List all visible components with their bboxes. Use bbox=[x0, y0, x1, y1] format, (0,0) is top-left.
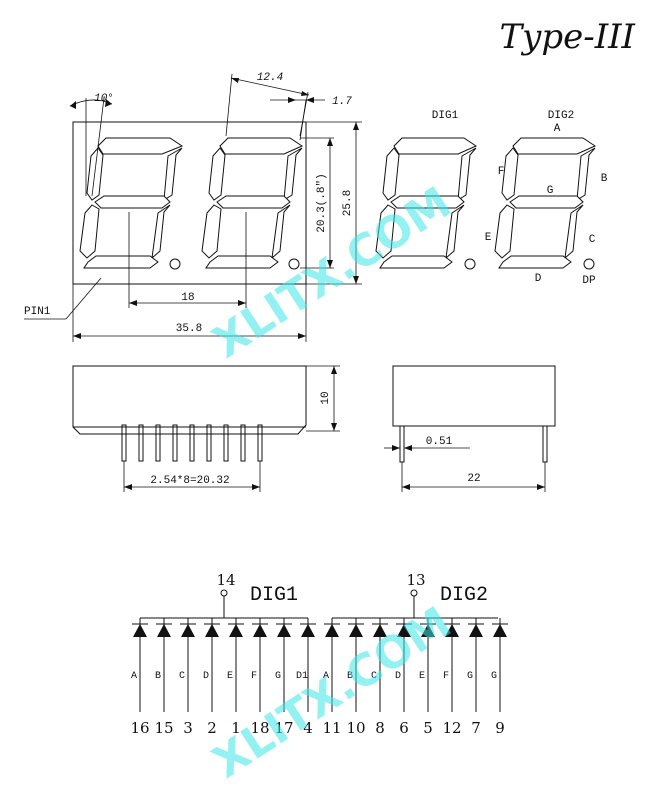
diode-pin-number: 16 bbox=[130, 719, 149, 737]
seg-label-f: F bbox=[498, 166, 505, 178]
diode: E1 bbox=[227, 618, 244, 737]
diode: B 10 bbox=[346, 618, 366, 737]
seg-label-a: A bbox=[554, 123, 561, 135]
diode-segment-label: D1 bbox=[296, 671, 308, 682]
seg-label-g: G bbox=[547, 185, 554, 197]
front-digit-2 bbox=[201, 137, 304, 269]
front-dp-1 bbox=[169, 258, 181, 270]
diode-pin-number: 8 bbox=[375, 719, 385, 737]
diode-segment-label: G bbox=[275, 671, 281, 682]
pin-diameter-label: 0.51 bbox=[426, 436, 453, 448]
side-pins bbox=[121, 424, 263, 462]
diode-segment-label: A bbox=[323, 671, 329, 682]
side-view: 10 2.54*8=20.32 bbox=[72, 365, 340, 492]
segment-view: DIG1 DIG2 A B C D E F G DP bbox=[375, 110, 608, 287]
total-width-label: 35.8 bbox=[176, 323, 202, 335]
diode-segment-label: F bbox=[443, 671, 449, 682]
diode: D6 bbox=[395, 618, 412, 737]
diode: C3 bbox=[179, 618, 196, 737]
diode-segment-label: D bbox=[395, 671, 401, 682]
diode-segment-label: D bbox=[203, 671, 209, 682]
seg-digit-1 bbox=[375, 137, 478, 269]
diode-pin-number: 6 bbox=[399, 719, 409, 737]
front-view: 10° 12.4 1.7 25.8 20.3(.8") 18 bbox=[24, 72, 362, 342]
seg-label-dp: DP bbox=[582, 275, 596, 287]
diode-pin-number: 5 bbox=[423, 719, 433, 737]
seg-label-c: C bbox=[589, 234, 596, 246]
title: Type-III bbox=[499, 17, 635, 57]
angle-label: 10° bbox=[94, 93, 114, 105]
diode-segment-label: A bbox=[131, 671, 137, 682]
diode-pin-number: 12 bbox=[442, 719, 461, 737]
diode-pin-number: 10 bbox=[346, 719, 365, 737]
diode: G7 bbox=[467, 618, 484, 737]
pin1-label: PIN1 bbox=[24, 306, 51, 318]
diode-segment-label: B bbox=[155, 671, 161, 682]
diode-segment-label: F bbox=[251, 671, 257, 682]
height-label: 25.8 bbox=[342, 190, 354, 216]
offset-label: 1.7 bbox=[332, 96, 352, 108]
diode: F 12 bbox=[442, 618, 462, 737]
diode-pin-number: 1 bbox=[231, 719, 241, 737]
diode: G9 bbox=[491, 618, 508, 737]
seg-label-e: E bbox=[485, 232, 492, 244]
side-body bbox=[72, 365, 307, 435]
diode-pin-number: 17 bbox=[274, 719, 293, 737]
diode-pin-number: 11 bbox=[322, 719, 341, 737]
diode-segment-label: B bbox=[347, 671, 353, 682]
diode: B 15 bbox=[154, 618, 174, 737]
diode: D2 bbox=[203, 618, 220, 737]
front-dp-2 bbox=[288, 258, 300, 270]
dig2-common-pin: 13 bbox=[406, 571, 425, 589]
diode-segment-label: E bbox=[227, 671, 233, 682]
diode-segment-label: G bbox=[467, 671, 473, 682]
side-height-label: 10 bbox=[320, 391, 332, 404]
diode-pin-number: 2 bbox=[207, 719, 217, 737]
diode-segment-label: C bbox=[179, 671, 185, 682]
dig2-label: DIG2 bbox=[440, 584, 488, 607]
diode: D1 4 bbox=[296, 618, 316, 737]
seg-digit-2 bbox=[494, 137, 597, 269]
end-pin-left bbox=[399, 425, 405, 463]
diode-segment-label: G bbox=[491, 671, 497, 682]
diode-pin-number: 3 bbox=[183, 719, 193, 737]
diode-pin-number: 4 bbox=[303, 719, 313, 737]
seg-label-d: D bbox=[535, 273, 542, 285]
diode-pin-number: 18 bbox=[250, 719, 269, 737]
dig1-common-pin: 14 bbox=[216, 571, 235, 589]
circuit-diagram: 14 13 DIG1 DIG2 A16B15C3D2E1F18G17D14A11… bbox=[130, 571, 508, 737]
front-digit-1 bbox=[79, 137, 184, 269]
end-view: 0.51 22 bbox=[384, 365, 556, 492]
dig1-label: DIG1 bbox=[250, 584, 298, 607]
diode-segment-label: E bbox=[419, 671, 425, 682]
depth-label: 22 bbox=[467, 473, 480, 485]
diode: G 17 bbox=[274, 618, 294, 737]
front-body bbox=[72, 121, 307, 285]
seg-dig1-label: DIG1 bbox=[432, 110, 459, 122]
diode-pin-number: 7 bbox=[471, 719, 481, 737]
seg-dp-1 bbox=[464, 258, 476, 270]
pin-pitch-label: 2.54*8=20.32 bbox=[150, 475, 229, 487]
end-pin-right bbox=[542, 425, 548, 463]
diode: C8 bbox=[371, 618, 388, 737]
diode: E5 bbox=[419, 618, 436, 737]
diode: F 18 bbox=[250, 618, 270, 737]
width-label: 12.4 bbox=[257, 72, 283, 84]
seg-dp-2 bbox=[583, 258, 595, 270]
digit-height-label: 20.3(.8") bbox=[316, 173, 328, 232]
end-body bbox=[392, 365, 556, 427]
pitch-label: 18 bbox=[181, 292, 194, 304]
diode-segment-label: C bbox=[371, 671, 377, 682]
diode: A 11 bbox=[322, 618, 342, 737]
diode-pin-number: 9 bbox=[495, 719, 505, 737]
diode: A 16 bbox=[130, 618, 150, 737]
seg-dig2-label: DIG2 bbox=[548, 110, 574, 122]
seg-label-b: B bbox=[601, 173, 608, 185]
diode-pin-number: 15 bbox=[154, 719, 173, 737]
